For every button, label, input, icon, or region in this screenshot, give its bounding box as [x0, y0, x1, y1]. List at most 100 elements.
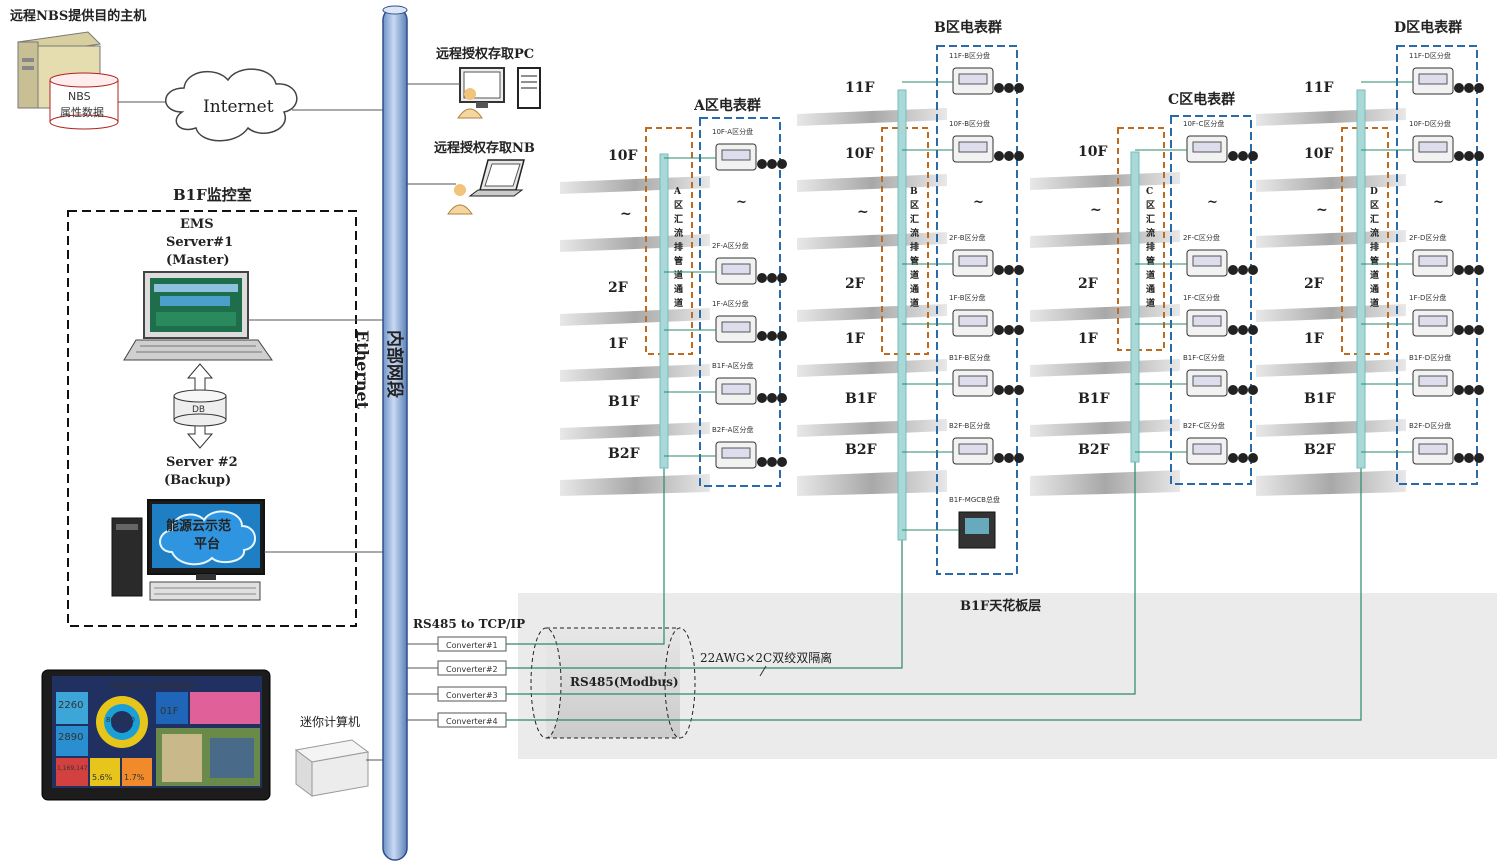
ct-clamp-c-1-0 — [1014, 83, 1024, 93]
rs485-line-3 — [506, 468, 1362, 721]
remote-host-label: 远程NBS提供目的主机 — [10, 8, 146, 24]
trunk-char-1-8: 道 — [910, 297, 919, 309]
converter-label-2: Converter#3 — [446, 691, 498, 700]
database-icon: NBS 属性数据 — [49, 72, 119, 130]
rs485-modbus-label: RS485(Modbus) — [570, 675, 679, 689]
meter-label-3-5: B2F-D区分盘 — [1409, 421, 1451, 430]
ct-clamp-b-0-0 — [767, 159, 777, 169]
floor-slab-0-2 — [560, 308, 710, 326]
floor-slab-0-0 — [560, 176, 710, 194]
meter-label-0-2: 1F-A区分盘 — [712, 299, 749, 308]
trunk-char-3-5: 管 — [1370, 255, 1379, 267]
floor-slab-2-3 — [1030, 359, 1180, 377]
ct-clamp-a-0-0 — [757, 159, 767, 169]
ct-clamp-c-0-4 — [777, 457, 787, 467]
ct-clamp-c-3-1 — [1474, 151, 1484, 161]
ct-clamp-a-0-3 — [757, 393, 767, 403]
trunk-char-2-2: 汇 — [1146, 213, 1155, 225]
trunk-char-2-6: 道 — [1146, 269, 1155, 281]
ct-clamp-c-1-1 — [1014, 151, 1024, 161]
ct-clamp-b-1-5 — [1004, 453, 1014, 463]
ct-clamp-a-0-4 — [757, 457, 767, 467]
meter-label-1-3: 1F-B区分盘 — [949, 293, 986, 302]
rs485-line-0 — [506, 468, 665, 645]
dash-v7: 1,169,147 — [57, 765, 88, 772]
floor-slab-1-4 — [797, 359, 947, 377]
dash-v5: 5.6% — [92, 773, 113, 782]
cloud-line1: 能源云示范 — [166, 518, 231, 534]
trunk-char-3-8: 道 — [1370, 297, 1379, 309]
floor-slab-bottom-3 — [1256, 480, 1406, 496]
trunk-char-1-4: 排 — [910, 241, 919, 253]
trunk-char-3-0: D — [1370, 187, 1378, 197]
floor-label-f10: 10F — [845, 146, 874, 162]
floor-label-tilde: ~ — [1316, 202, 1328, 218]
dash-v3: 809,200 — [106, 716, 135, 724]
trunk-box-0 — [645, 127, 693, 355]
internet-label: Internet — [203, 97, 274, 117]
ct-clamp-b-3-5 — [1464, 453, 1474, 463]
ct-clamp-b-1-4 — [1004, 385, 1014, 395]
ct-clamp-b-1-2 — [1004, 265, 1014, 275]
ct-clamp-a-3-5 — [1454, 453, 1464, 463]
trunk-char-2-5: 管 — [1146, 255, 1155, 267]
meter-group-2: C区电表群C区汇流排管道通道~10F-C区分盘2F-C区分盘1F-C区分盘B1F… — [1117, 91, 1258, 485]
group-box-0 — [699, 117, 781, 487]
meter-label-0-3: B1F-A区分盘 — [712, 361, 753, 370]
group-tilde-3: ~ — [1433, 195, 1444, 210]
floor-slab-1-0 — [797, 108, 947, 126]
floor-slab-bottom-1 — [797, 480, 947, 496]
trunk-char-0-1: 区 — [674, 200, 683, 211]
ct-clamp-c-1-5 — [1014, 453, 1024, 463]
meter-display-2-2 — [1192, 315, 1222, 327]
meter-display-1-4 — [958, 375, 988, 387]
floor-slab-0-4 — [560, 422, 710, 440]
floor-label-f10: 10F — [1078, 144, 1107, 160]
meter-display-3-2 — [1418, 255, 1448, 267]
floor-label-b1: B1F — [1078, 391, 1110, 407]
trunk-char-0-8: 道 — [674, 297, 683, 309]
trunk-char-2-8: 道 — [1146, 297, 1155, 309]
user-icon — [457, 88, 483, 119]
meter-label-3-2: 2F-D区分盘 — [1409, 233, 1446, 242]
meter-label-3-0: 11F-D区分盘 — [1409, 51, 1451, 60]
group-title-0: A区电表群 — [693, 97, 761, 114]
trunk-char-1-7: 通 — [910, 283, 919, 295]
ct-clamp-b-1-3 — [1004, 325, 1014, 335]
internet-cloud-icon: Internet — [165, 68, 298, 142]
bus-bar-1 — [897, 89, 907, 541]
dash-v6: 1.7% — [124, 773, 145, 782]
floor-slab-bottom-2 — [1030, 480, 1180, 496]
ct-clamp-c-2-3 — [1248, 385, 1258, 395]
ct-clamp-a-3-2 — [1454, 265, 1464, 275]
meter-label-1-5: B2F-B区分盘 — [949, 421, 990, 430]
floor-label-f2: 2F — [608, 280, 628, 296]
meter-group-0: A区电表群A区汇流排管道通道~10F-A区分盘2F-A区分盘1F-A区分盘B1F… — [645, 97, 787, 487]
ct-clamp-c-1-3 — [1014, 325, 1024, 335]
mini-pc-icon — [294, 739, 370, 797]
ct-clamp-b-2-0 — [1238, 151, 1248, 161]
floor-label-f11: 11F — [845, 80, 874, 96]
ct-clamp-c-0-2 — [777, 331, 787, 341]
ct-clamp-c-2-1 — [1248, 265, 1258, 275]
db-label: DB — [192, 405, 205, 415]
group-title-1: B区电表群 — [934, 19, 1002, 36]
floor-slab-3-3 — [1256, 304, 1406, 322]
ct-clamp-a-3-0 — [1454, 83, 1464, 93]
floor-slab-1-1 — [797, 174, 947, 192]
server1-line2: Server#1 — [166, 235, 233, 250]
trunk-char-3-3: 流 — [1370, 227, 1379, 239]
floor-label-f11: 11F — [1304, 80, 1333, 96]
ct-clamp-b-1-0 — [1004, 83, 1014, 93]
trunk-char-0-5: 管 — [674, 255, 683, 267]
meter-label-3-3: 1F-D区分盘 — [1409, 293, 1446, 302]
ct-clamp-a-1-5 — [994, 453, 1004, 463]
floor-label-b2: B2F — [1078, 442, 1110, 458]
cloud-platform-icon: 能源云示范 平台 — [159, 510, 256, 566]
trunk-box-2 — [1117, 127, 1165, 351]
meter-label-2-4: B2F-C区分盘 — [1183, 421, 1225, 430]
dashboard-tablet: 四维行政中心电能管理系统 2260 2890 1,169,147 809,200… — [41, 669, 271, 801]
meter-display-2-0 — [1192, 141, 1222, 153]
remote-pc-label: 远程授权存取PC — [436, 46, 534, 62]
